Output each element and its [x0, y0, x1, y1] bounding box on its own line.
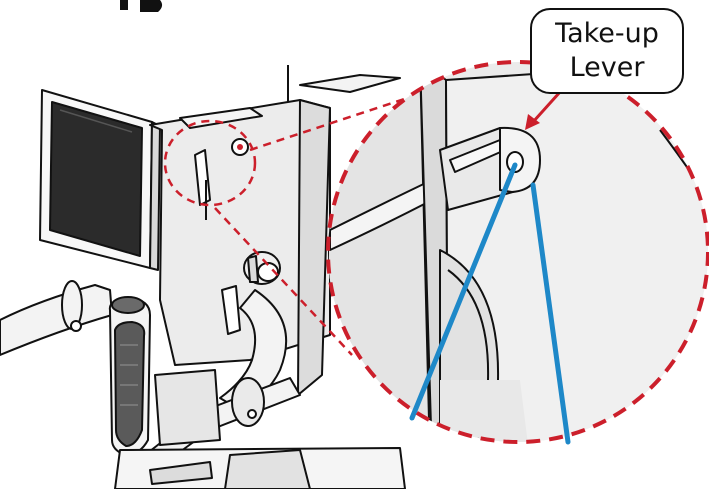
callout-line-1: Take-up: [532, 17, 682, 51]
handlebar-rail: [0, 285, 112, 355]
front-handle: [110, 297, 150, 455]
tension-knob: [244, 252, 280, 284]
take-up-lever-callout: Take-up Lever: [530, 8, 684, 94]
callout-line-2: Lever: [532, 51, 682, 85]
zoom-detail: [328, 60, 709, 460]
display-screen: [40, 90, 160, 270]
